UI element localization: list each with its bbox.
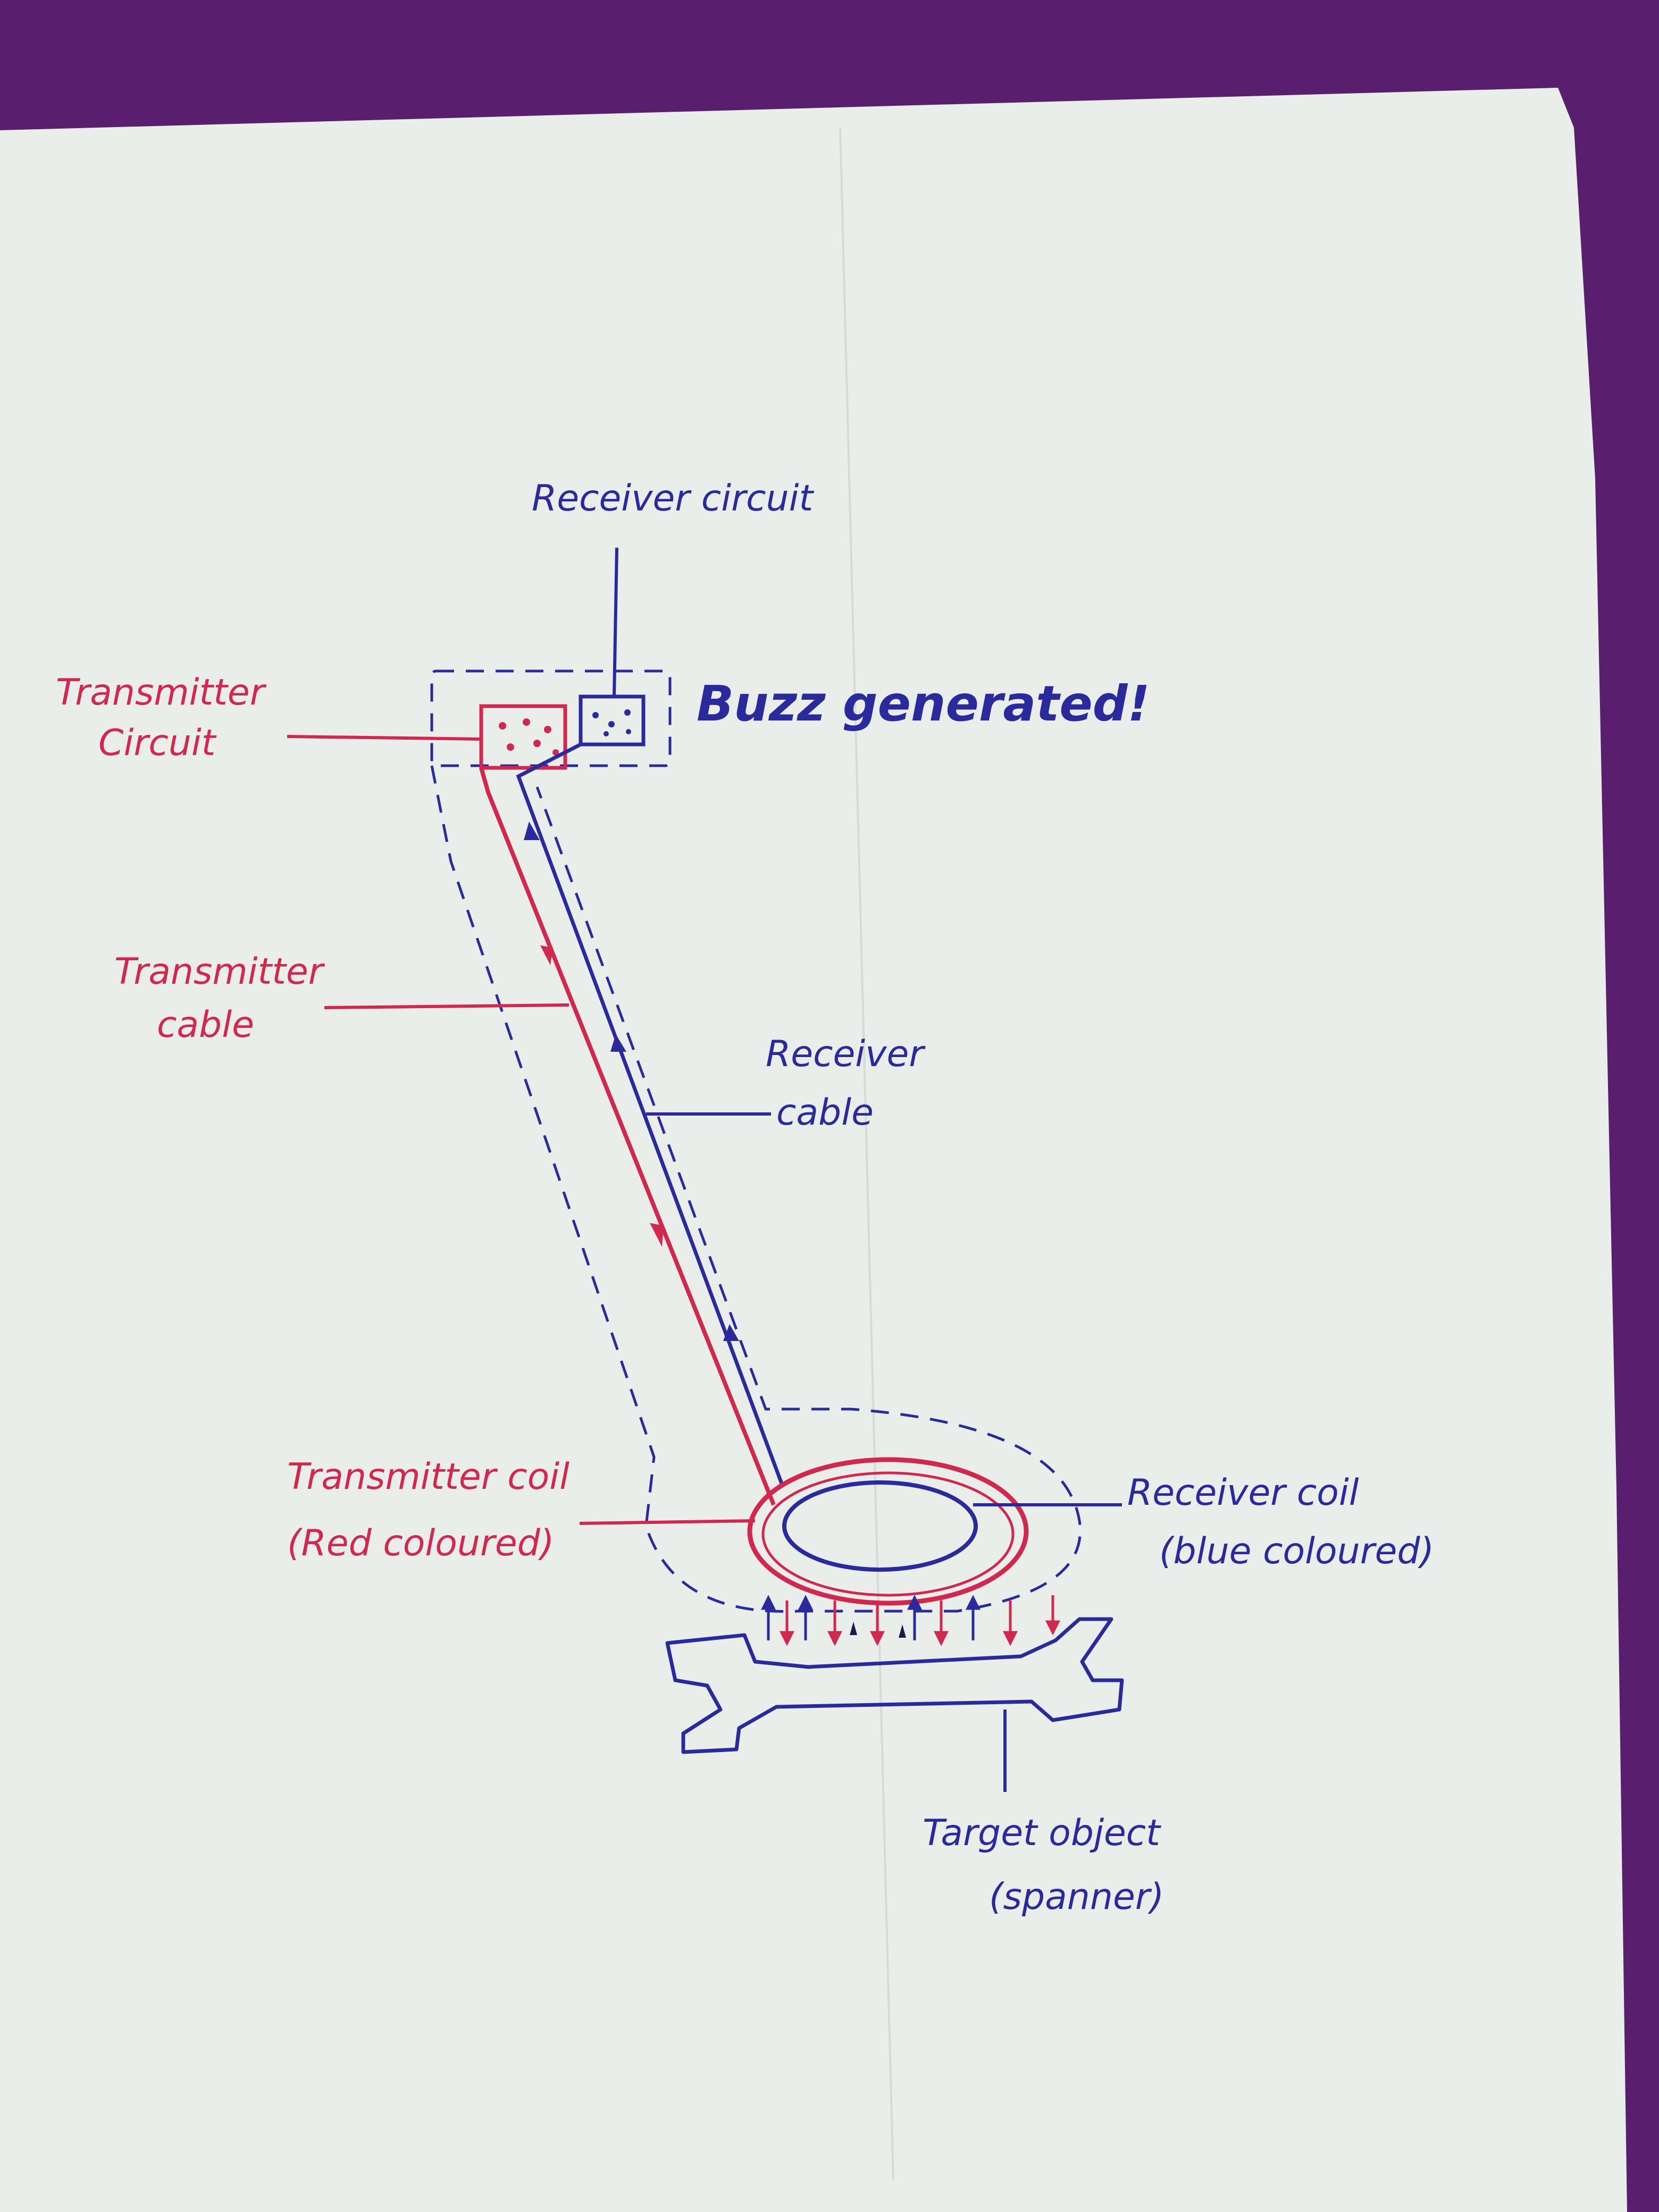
transmitter-cable-arrow-2 bbox=[650, 1223, 664, 1247]
transmitter-circuit-box bbox=[479, 704, 567, 770]
transmitter-cable bbox=[479, 767, 776, 1506]
spanner-target-object bbox=[665, 1617, 1124, 1754]
leader-lines bbox=[287, 547, 1122, 1792]
transmitter-cable-label-line2: cable bbox=[157, 1004, 254, 1046]
receiver-coil-label-line1: Receiver coil bbox=[1127, 1472, 1359, 1514]
receiver-circuit-box bbox=[579, 694, 646, 747]
receiver-cable bbox=[516, 742, 784, 1485]
receiver-cable-label-line2: cable bbox=[776, 1092, 874, 1134]
transmitter-circuit-label-line2: Circuit bbox=[98, 722, 217, 764]
receiver-cable-label-line1: Receiver bbox=[766, 1033, 926, 1075]
transmitter-coil-label-line1: Transmitter coil bbox=[287, 1456, 569, 1498]
transmitter-coil-inner bbox=[761, 1471, 1015, 1597]
transmitter-cable-arrow-1 bbox=[540, 945, 553, 965]
transmitter-coil-label-line2: (Red coloured) bbox=[287, 1522, 554, 1564]
target-object-label-line1: Target object bbox=[923, 1812, 1161, 1854]
receiver-coil-label-line2: (blue coloured) bbox=[1159, 1530, 1434, 1572]
paper-fold bbox=[839, 127, 894, 2181]
receiver-cable-arrow-2 bbox=[610, 1034, 626, 1052]
receiver-circuit-label: Receiver circuit bbox=[532, 477, 814, 520]
detector-housing-outline bbox=[430, 669, 1082, 1613]
paper-sheet bbox=[0, 88, 1627, 2212]
transmitter-circuit-label-line1: Transmitter bbox=[56, 672, 267, 714]
receiver-cable-arrow-1 bbox=[524, 822, 540, 840]
buzz-generated-label: Buzz generated! bbox=[697, 675, 1150, 732]
transmitter-coil bbox=[747, 1457, 1029, 1606]
target-object-label-line2: (spanner) bbox=[989, 1876, 1164, 1918]
magnetic-field-arrows bbox=[760, 1595, 1061, 1646]
transmitter-cable-label-line1: Transmitter bbox=[114, 951, 325, 993]
receiver-cable-arrow-3 bbox=[723, 1324, 739, 1341]
receiver-coil bbox=[782, 1480, 978, 1572]
